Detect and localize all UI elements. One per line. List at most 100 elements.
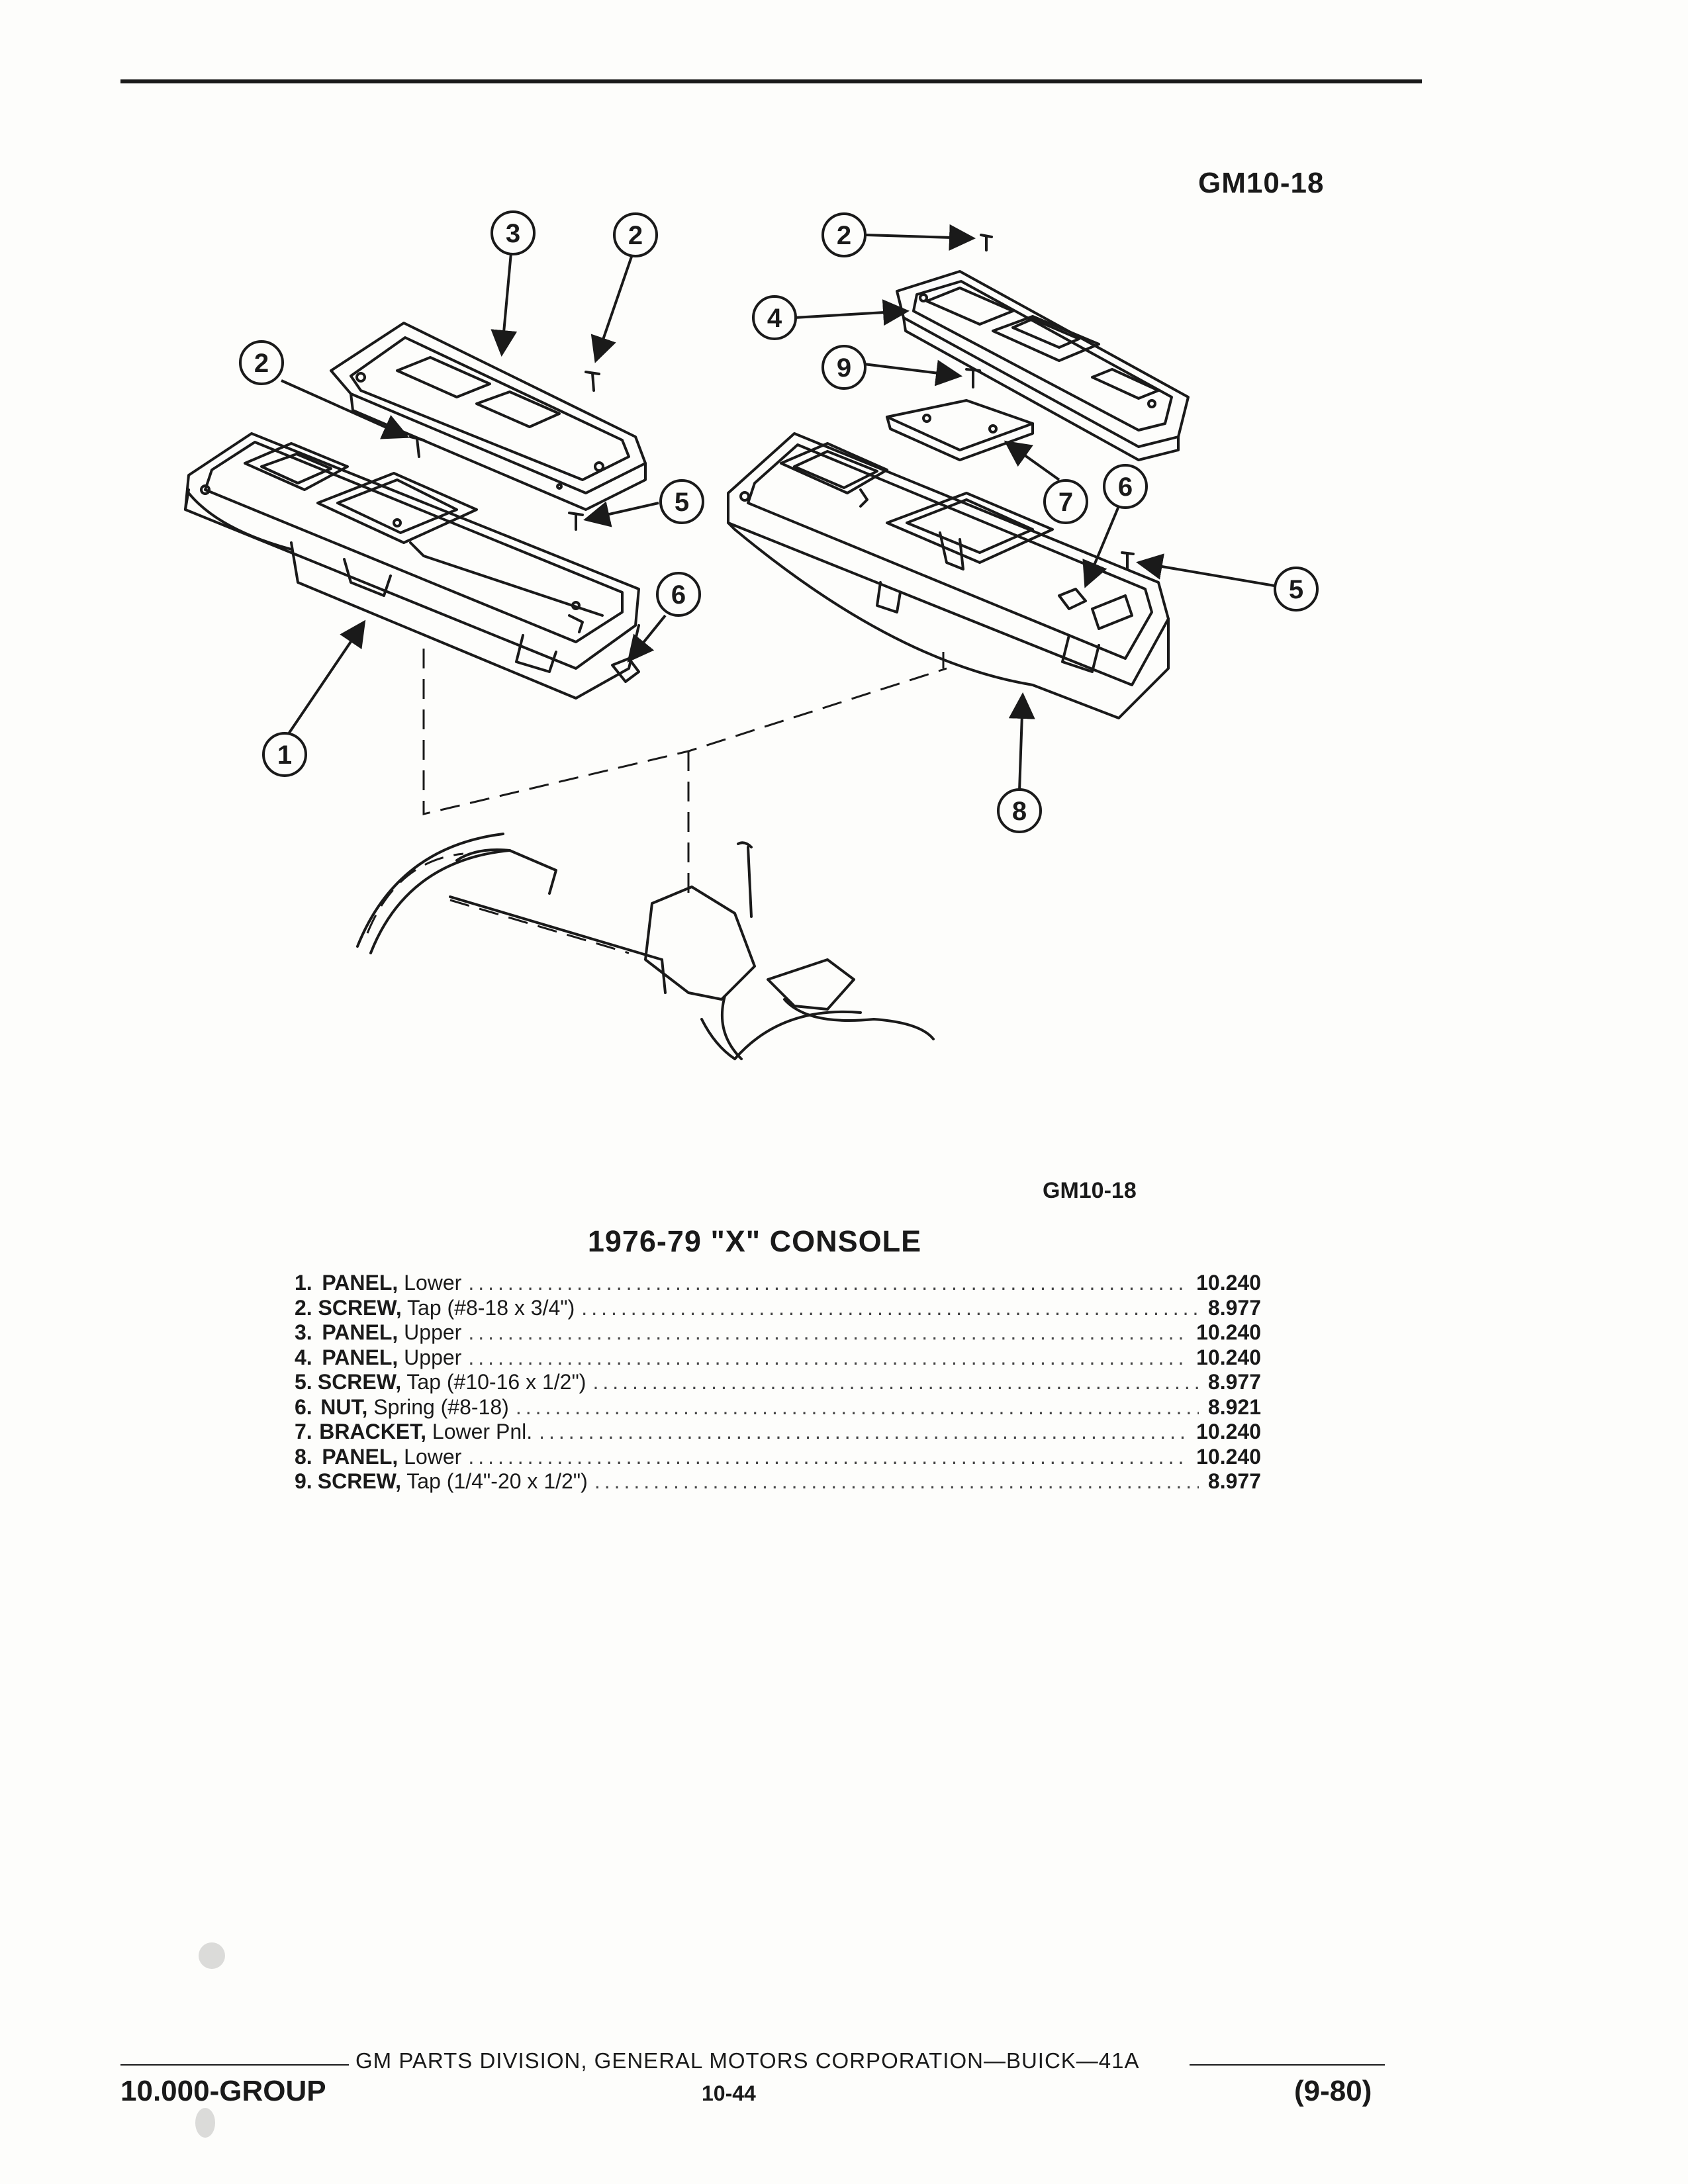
part-number: 2. (295, 1295, 312, 1320)
svg-text:1: 1 (277, 741, 292, 770)
parts-row: 5.SCREW, Tap (#10-16 x 1/2")............… (295, 1370, 1261, 1395)
part-detail: Tap (1/4"-20 x 1/2") (406, 1469, 588, 1493)
leader-dots: ........................................… (468, 1444, 1188, 1469)
part-number: 6. (295, 1394, 312, 1419)
parts-row: 8. PANEL, Lower..........................… (295, 1445, 1261, 1470)
part-detail: Upper (404, 1345, 462, 1369)
part-name: PANEL, (322, 1444, 399, 1469)
part-page-ref: 10.240 (1196, 1271, 1261, 1295)
parts-row: 7.BRACKET, Lower Pnl....................… (295, 1420, 1261, 1445)
svg-text:5: 5 (675, 488, 689, 517)
part-number: 1. (295, 1271, 312, 1295)
scan-smudge (195, 2108, 215, 2138)
part-number: 4. (295, 1345, 312, 1369)
screw-right-9 (965, 368, 981, 388)
part-name: NUT, (320, 1394, 368, 1419)
svg-text:6: 6 (1118, 473, 1133, 502)
part-description: SCREW, Tap (#8-18 x 3/4") (318, 1296, 575, 1320)
part-name: SCREW, (317, 1469, 401, 1493)
callout-2-right: 2 (821, 212, 867, 257)
callout-9: 9 (821, 345, 867, 390)
callout-1: 1 (262, 732, 307, 777)
footer-revision: (9-80) (1294, 2075, 1372, 2107)
svg-text:2: 2 (254, 349, 269, 378)
header-rule (120, 79, 1422, 83)
leader-dots: ........................................… (594, 1469, 1199, 1493)
part-name: PANEL, (322, 1271, 399, 1295)
part-number: 9. (295, 1469, 312, 1493)
part-number: 3. (295, 1320, 312, 1344)
leader-dots: ........................................… (468, 1345, 1188, 1369)
figure-code-top: GM10-18 (1198, 167, 1325, 199)
part-name: PANEL, (322, 1320, 399, 1344)
callout-8: 8 (997, 788, 1042, 833)
parts-row: 1.PANEL, Lower..........................… (295, 1271, 1261, 1296)
part-description: PANEL, Upper (322, 1345, 461, 1370)
part-detail: Lower (404, 1271, 462, 1295)
part-page-ref: 10.240 (1196, 1320, 1261, 1344)
leader-dots: ........................................… (468, 1320, 1188, 1344)
part-description: SCREW, Tap (1/4"-20 x 1/2") (318, 1469, 588, 1494)
part-page-ref: 8.977 (1207, 1469, 1261, 1493)
part-detail: Lower Pnl. (432, 1420, 533, 1443)
nut-right-6 (1058, 588, 1087, 610)
svg-text:9: 9 (837, 353, 851, 383)
svg-text:6: 6 (671, 580, 686, 610)
scan-smudge (199, 1942, 225, 1969)
part-detail: Tap (#8-18 x 3/4") (407, 1295, 575, 1320)
footer-division: GM PARTS DIVISION, GENERAL MOTORS CORPOR… (355, 2048, 1140, 2073)
figure-code-bottom: GM10-18 (1043, 1178, 1137, 1203)
footer-page-number: 10-44 (702, 2081, 756, 2105)
leader-lines (281, 224, 1275, 792)
parts-row: 2.SCREW, Tap (#8-18 x 3/4").............… (295, 1296, 1261, 1321)
part-description: PANEL, Upper (322, 1320, 461, 1345)
section-title: 1976-79 "X" CONSOLE (0, 1224, 1688, 1259)
bracket-right (886, 399, 1034, 461)
leader-dots: ........................................… (539, 1420, 1187, 1443)
section-title-text: 1976-79 "X" CONSOLE (587, 1224, 922, 1258)
part-page-ref: 8.977 (1207, 1370, 1261, 1394)
callout-2-left: 2 (239, 340, 284, 385)
callout-6-left: 6 (656, 572, 701, 617)
upper-panel-right (896, 270, 1190, 461)
part-number: 7. (295, 1420, 312, 1443)
svg-text:2: 2 (628, 221, 643, 250)
svg-text:3: 3 (506, 219, 520, 248)
part-page-ref: 8.977 (1207, 1295, 1261, 1320)
floor-tunnel (356, 833, 935, 1060)
part-description: PANEL, Lower (322, 1271, 461, 1295)
exploded-console-diagram: 3 2 2 5 6 1 2 4 (184, 210, 1319, 1060)
parts-list: 1. PANEL, Lower..........................… (295, 1271, 1261, 1494)
svg-text:7: 7 (1058, 488, 1073, 517)
part-number: 5. (295, 1370, 312, 1394)
part-page-ref: 10.240 (1196, 1345, 1261, 1369)
part-detail: Tap (#10-16 x 1/2") (406, 1370, 586, 1394)
svg-text:2: 2 (837, 221, 851, 250)
callout-4: 4 (752, 295, 797, 340)
screw-left-2b (585, 371, 600, 392)
screw-left-5 (568, 512, 584, 531)
part-description: SCREW, Tap (#10-16 x 1/2") (318, 1370, 586, 1394)
callout-6-right: 6 (1103, 464, 1148, 509)
leader-dots: ........................................… (515, 1394, 1199, 1419)
footer-rule-right (1190, 2064, 1385, 2066)
lower-panel-right (727, 432, 1170, 719)
footer-rule-left (120, 2064, 349, 2066)
svg-text:5: 5 (1289, 575, 1303, 604)
part-page-ref: 10.240 (1196, 1420, 1261, 1443)
svg-text:8: 8 (1012, 797, 1027, 826)
screw-right-5 (1121, 551, 1135, 570)
callout-5-left: 5 (659, 479, 704, 524)
part-description: PANEL, Lower (322, 1445, 461, 1469)
part-name: SCREW, (318, 1295, 402, 1320)
footer-division-line: GM PARTS DIVISION, GENERAL MOTORS CORPOR… (120, 2048, 1385, 2075)
part-number: 8. (295, 1444, 312, 1469)
part-page-ref: 10.240 (1196, 1444, 1261, 1469)
parts-row: 3. PANEL, Upper..........................… (295, 1320, 1261, 1345)
callout-3: 3 (491, 210, 536, 255)
svg-text:4: 4 (767, 304, 782, 333)
callout-circles: 3 2 2 5 6 1 2 4 (239, 210, 1319, 833)
part-detail: Spring (#8-18) (373, 1394, 509, 1419)
part-name: SCREW, (317, 1370, 402, 1394)
part-detail: Upper (404, 1320, 462, 1344)
